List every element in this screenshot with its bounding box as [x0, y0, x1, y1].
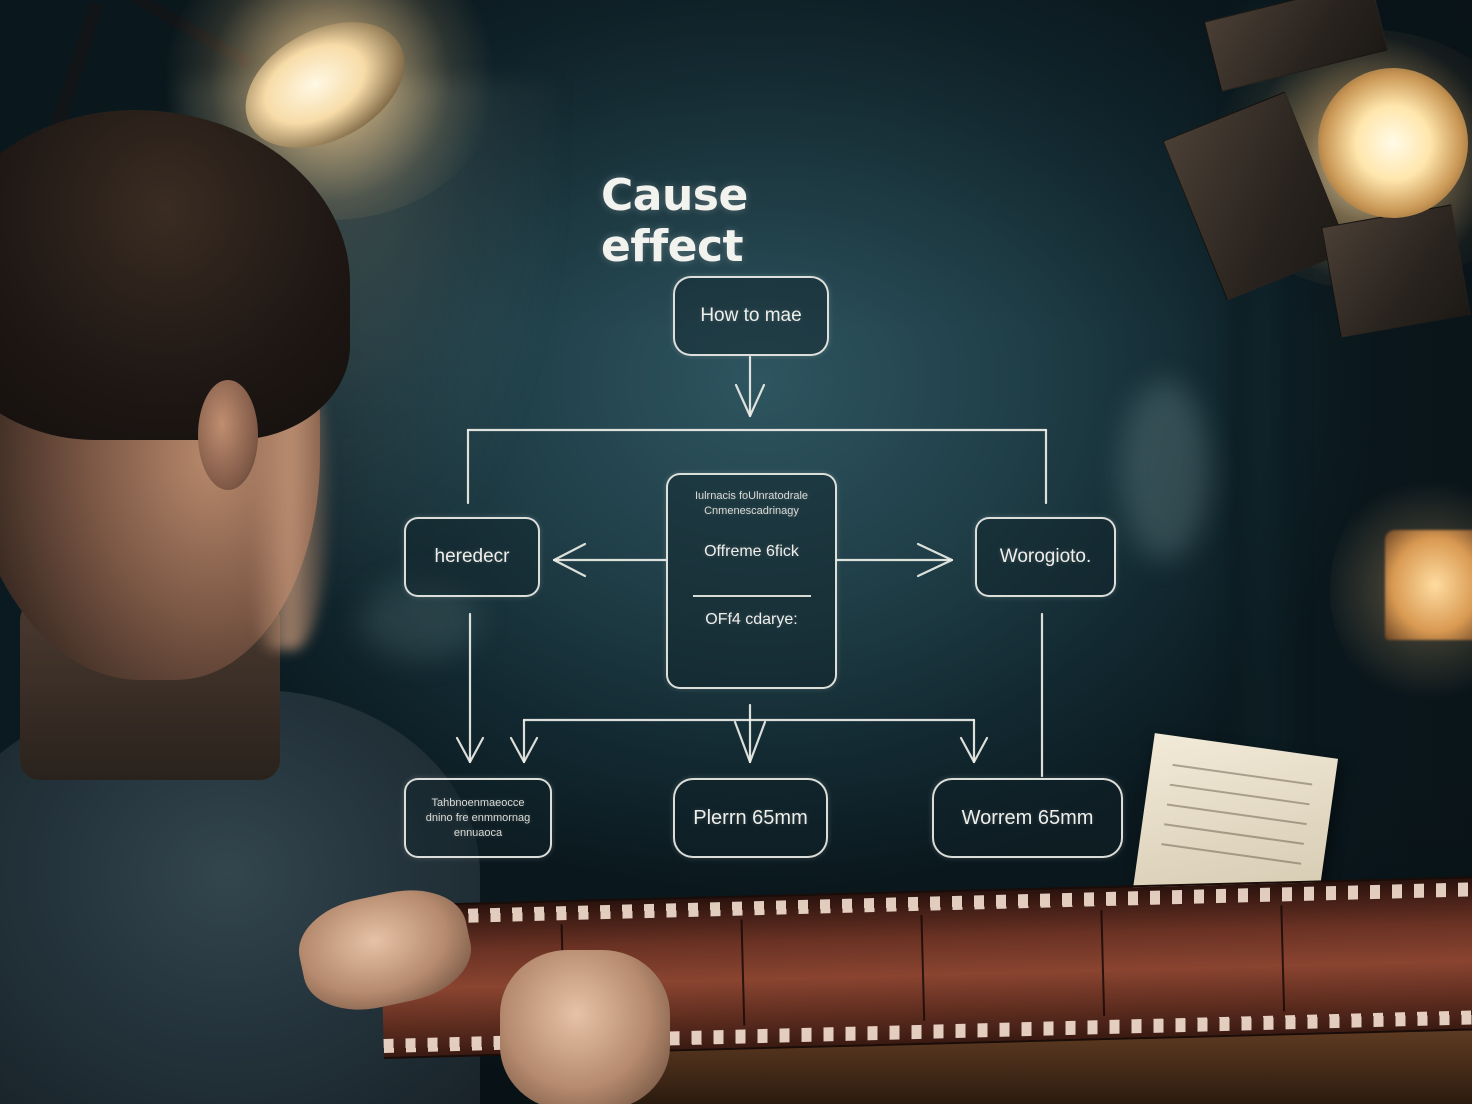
- node-left: heredecr: [404, 517, 540, 597]
- node-right: Worogioto.: [975, 517, 1116, 597]
- arrowhead: [509, 736, 539, 764]
- node-bottom-center-label: Plerrn 65mm: [693, 806, 808, 829]
- arrowhead: [916, 542, 954, 578]
- node-center-label: Offreme 6fick: [704, 543, 799, 560]
- bokeh-light: [1120, 380, 1210, 560]
- person-ear: [198, 380, 258, 490]
- node-center-header: Iulrnacis foUlnratodrale Cnmenescadrinag…: [694, 490, 809, 517]
- arrowhead: [959, 736, 989, 764]
- node-top-label: How to mae: [700, 305, 802, 326]
- node-center: Iulrnacis foUlnratodrale Cnmenescadrinag…: [666, 473, 837, 689]
- bokeh-light: [360, 580, 480, 660]
- arrowhead: [455, 736, 485, 764]
- table-lamp: [1385, 530, 1472, 640]
- node-center-divider: [692, 595, 811, 597]
- node-center-footer: OFf4 cdarye:: [705, 611, 798, 628]
- hand-right: [500, 950, 670, 1104]
- node-right-label: Worogioto.: [999, 546, 1092, 567]
- node-bottom-center: Plerrn 65mm: [673, 778, 828, 858]
- node-left-label: heredecr: [434, 546, 510, 567]
- node-bottom-right: Worrem 65mm: [932, 778, 1123, 858]
- node-bottom-left: Tahbnoenmaeocce dnino fre enmmornag ennu…: [404, 778, 552, 858]
- node-top: How to mae: [673, 276, 829, 356]
- arrowhead: [552, 542, 587, 578]
- node-bottom-right-label: Worrem 65mm: [961, 806, 1094, 829]
- arrowhead: [733, 720, 767, 764]
- arrowhead: [734, 383, 766, 418]
- studio-light-right: [1318, 68, 1468, 218]
- person-hair: [0, 110, 350, 440]
- node-bottom-left-label: Tahbnoenmaeocce dnino fre enmmornag ennu…: [425, 796, 531, 839]
- diagram-title: Cause effect: [601, 170, 748, 272]
